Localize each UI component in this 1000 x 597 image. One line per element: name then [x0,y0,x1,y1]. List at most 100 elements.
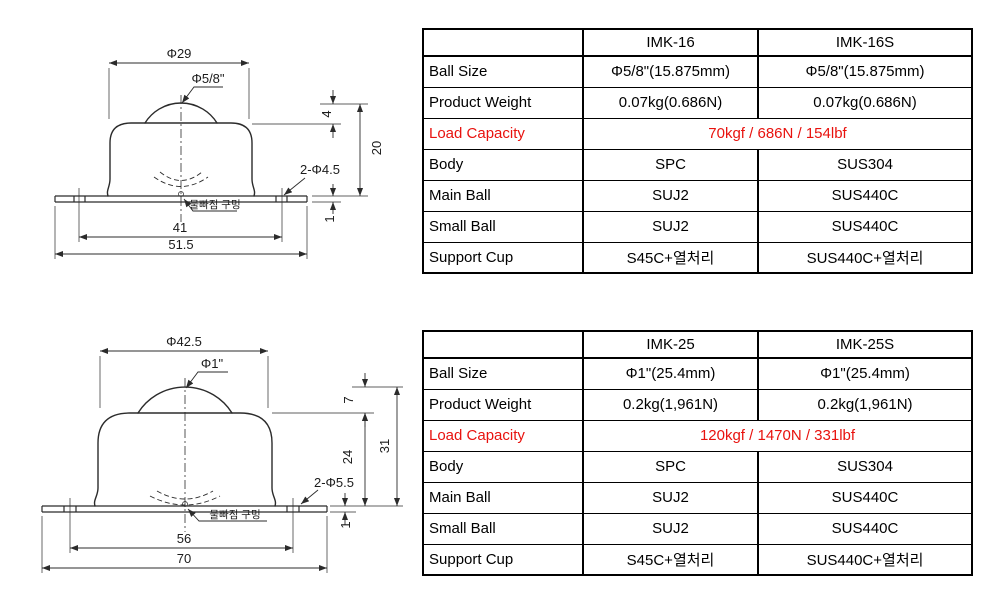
dim-label: Φ42.5 [166,334,202,349]
cell: S45C+열처리 [582,543,759,576]
row-label: Product Weight [422,388,584,421]
cell-merged: 120kgf / 1470N / 331lbf [582,419,973,452]
cell: SUS304 [757,450,973,483]
dim-label: 2-Φ4.5 [300,162,340,177]
row-label: Body [422,148,584,181]
cell: SUS440C+열처리 [757,241,973,274]
cell: Φ1"(25.4mm) [582,357,759,390]
column-header [422,28,584,57]
dim-hole-spacing: 56 [69,498,294,553]
cell: SUS440C+열처리 [757,543,973,576]
row-label: Main Ball [422,179,584,212]
table-row: Body SPC SUS304 [422,148,973,181]
column-header [422,330,584,359]
dim-label: 1 [322,215,337,222]
column-header: IMK-16 [582,28,759,57]
dim-mounting-holes: 2-Φ5.5 [300,475,354,505]
dim-label: Φ5/8" [191,71,224,86]
dim-flange-thickness: 1 [330,493,356,529]
drain-hole [178,191,184,197]
dim-top-width: Φ42.5 [99,334,269,408]
dim-label: 70 [177,551,191,566]
dim-label: Φ1" [201,356,224,371]
dim-hole-spacing: 41 [78,188,283,242]
row-label: Small Ball [422,512,584,545]
dim-total-width: 70 [41,516,328,573]
drain-label: 물빠짐 구멍 [189,199,240,211]
dim-height: 20 [312,104,384,197]
dim-flange-thickness: 1 [312,184,341,223]
drawing-imk25: Φ42.5 Φ1" 7 24 31 [41,334,403,573]
drain-hole [182,501,188,507]
dim-label: Φ29 [167,46,192,61]
cell: SUJ2 [582,210,759,243]
flange-plate [41,505,328,513]
cell: S45C+열처리 [582,241,759,274]
dim-total-width: 51.5 [54,206,308,259]
dim-protrusion: 7 [272,373,403,427]
cell: SUS440C [757,210,973,243]
row-label: Main Ball [422,481,584,514]
body-outline [106,122,256,197]
cell: Φ1"(25.4mm) [757,357,973,390]
row-label: Product Weight [422,86,584,119]
dim-ball-size: Φ5/8" [181,71,225,104]
drain-hole-callout: 물빠짐 구멍 [187,508,267,522]
dim-label: 4 [319,110,334,117]
row-label: Support Cup [422,241,584,274]
dim-label: 7 [341,396,356,403]
cell: Φ5/8"(15.875mm) [757,55,973,88]
column-header: IMK-16S [757,28,973,57]
dim-body-height: 24 [340,413,369,506]
table-header-row: IMK-25 IMK-25S [422,330,973,359]
row-label: Ball Size [422,357,584,390]
table-row: Main Ball SUJ2 SUS440C [422,481,973,514]
row-label: Load Capacity [422,117,584,150]
row-label: Small Ball [422,210,584,243]
dim-ball-size: Φ1" [185,356,228,389]
cell: SPC [582,450,759,483]
table-row: Body SPC SUS304 [422,450,973,483]
table-row: Ball Size Φ5/8"(15.875mm) Φ5/8"(15.875mm… [422,55,973,88]
drain-label: 물빠짐 구멍 [209,509,260,521]
dim-label: 56 [177,531,191,546]
cell: SUJ2 [582,512,759,545]
table-row: Product Weight 0.07kg(0.686N) 0.07kg(0.6… [422,86,973,119]
row-label: Support Cup [422,543,584,576]
dim-label: 31 [377,439,392,453]
table-row: Support Cup S45C+열처리 SUS440C+열처리 [422,241,973,274]
table-row: Small Ball SUJ2 SUS440C [422,210,973,243]
table-row: Main Ball SUJ2 SUS440C [422,179,973,212]
column-header: IMK-25S [757,330,973,359]
row-label: Body [422,450,584,483]
dim-top-width: Φ29 [108,46,250,119]
drawing-imk16: Φ29 Φ5/8" 4 20 2-Φ4.5 [54,46,384,259]
spec-table-imk25: IMK-25 IMK-25S Ball Size Φ1"(25.4mm) Φ1"… [422,330,973,576]
dim-label: 20 [369,141,384,155]
dim-label: 51.5 [168,237,193,252]
cell: SUS304 [757,148,973,181]
table-row-load-capacity: Load Capacity 70kgf / 686N / 154lbf [422,117,973,150]
drain-hole-callout: 물빠짐 구멍 [183,198,241,212]
cell: SUS440C [757,512,973,545]
column-header: IMK-25 [582,330,759,359]
cell: SUS440C [757,179,973,212]
cell: 0.07kg(0.686N) [582,86,759,119]
row-label: Load Capacity [422,419,584,452]
dim-label: 1 [338,521,353,528]
dim-label: 41 [173,220,187,235]
cell: SUJ2 [582,179,759,212]
cell: SUS440C [757,481,973,514]
table-header-row: IMK-16 IMK-16S [422,28,973,57]
row-label: Ball Size [422,55,584,88]
ball-seat-hidden-arcs [149,490,221,506]
cell: SPC [582,148,759,181]
table-row-load-capacity: Load Capacity 120kgf / 1470N / 331lbf [422,419,973,452]
dim-height: 31 [330,387,403,507]
main-ball-arc [137,386,233,414]
table-row: Ball Size Φ1"(25.4mm) Φ1"(25.4mm) [422,357,973,390]
table-row: Small Ball SUJ2 SUS440C [422,512,973,545]
cell: 0.2kg(1,961N) [757,388,973,421]
